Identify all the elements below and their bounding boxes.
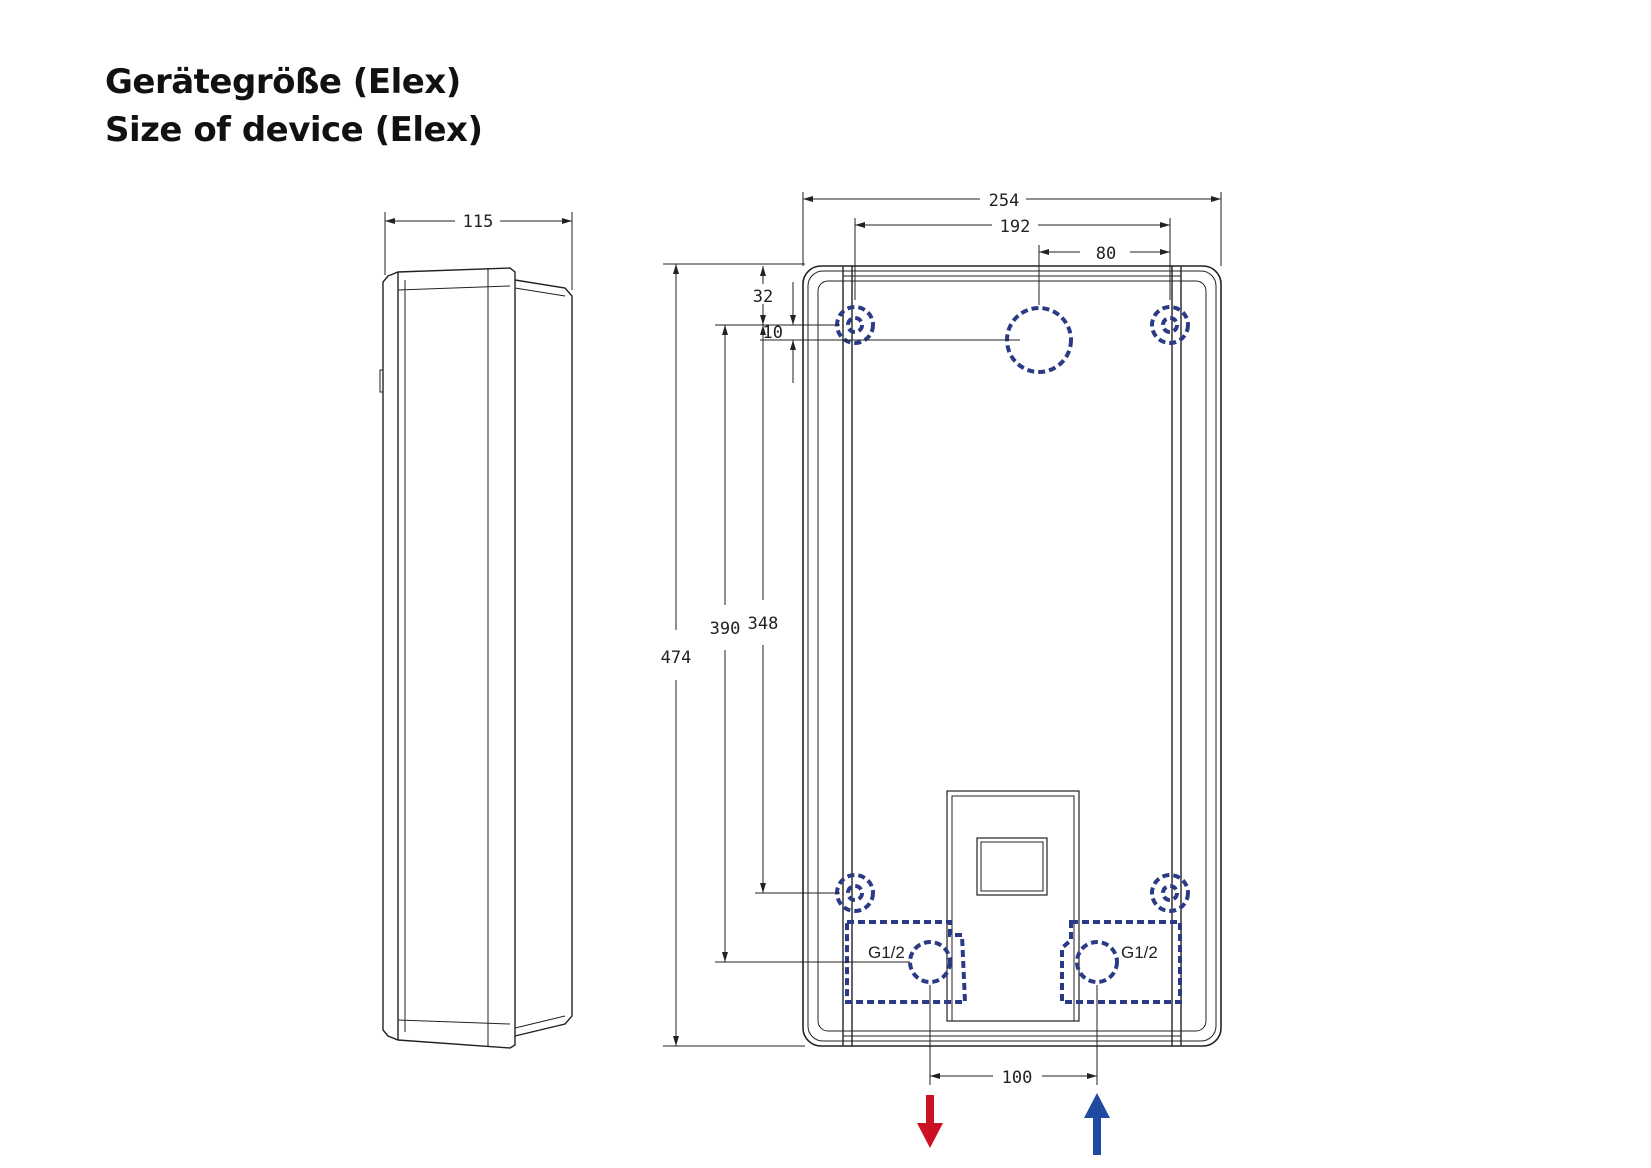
dimension-width-total: 254 [803,191,1221,211]
label-width-total: 254 [989,191,1020,211]
label-height-ports: 390 [710,619,741,639]
dimension-side-depth: 115 [385,212,572,232]
dimension-offset-center: 80 [1039,244,1170,264]
label-height-mount: 348 [748,614,779,634]
extension-lines [663,192,1222,1085]
front-view [802,265,1222,1047]
dimension-width-mount: 192 [855,217,1170,237]
mount-hole-top-right [1150,305,1190,345]
label-offset-center: 80 [1096,244,1116,264]
port-label-left: G1/2 [868,943,905,962]
dimension-height-ports: 390 [710,325,741,962]
label-hole-offset: 10 [763,323,783,343]
cold-water-inlet-arrow-icon [1084,1093,1110,1155]
port-hole-left [908,940,952,984]
title-german: Gerätegröße (Elex) [105,62,461,102]
port-label-right: G1/2 [1121,943,1158,962]
port-box-right [1060,920,1182,1004]
port-hole-right [1075,940,1119,984]
dimension-height-mount: 348 [748,325,779,893]
title-block: Gerätegröße (Elex) Size of device (Elex) [105,58,483,154]
label-port-spacing: 100 [1002,1068,1033,1088]
label-height-total: 474 [661,648,692,668]
mounting-holes [835,305,1190,1004]
port-box-left [845,920,968,1004]
label-width-mount: 192 [1000,217,1031,237]
label-side-depth: 115 [463,212,494,232]
mount-hole-bottom-right [1150,873,1190,913]
title-english: Size of device (Elex) [105,110,483,150]
side-view [379,212,573,1049]
dimension-hole-offset: 10 [763,282,796,383]
label-top-offset: 32 [753,287,773,307]
dimension-port-spacing: 100 [930,1068,1097,1088]
dimension-height-total: 474 [661,264,692,1046]
dimension-top-offset: 32 [753,266,773,325]
hot-water-outlet-arrow-icon [917,1095,943,1148]
